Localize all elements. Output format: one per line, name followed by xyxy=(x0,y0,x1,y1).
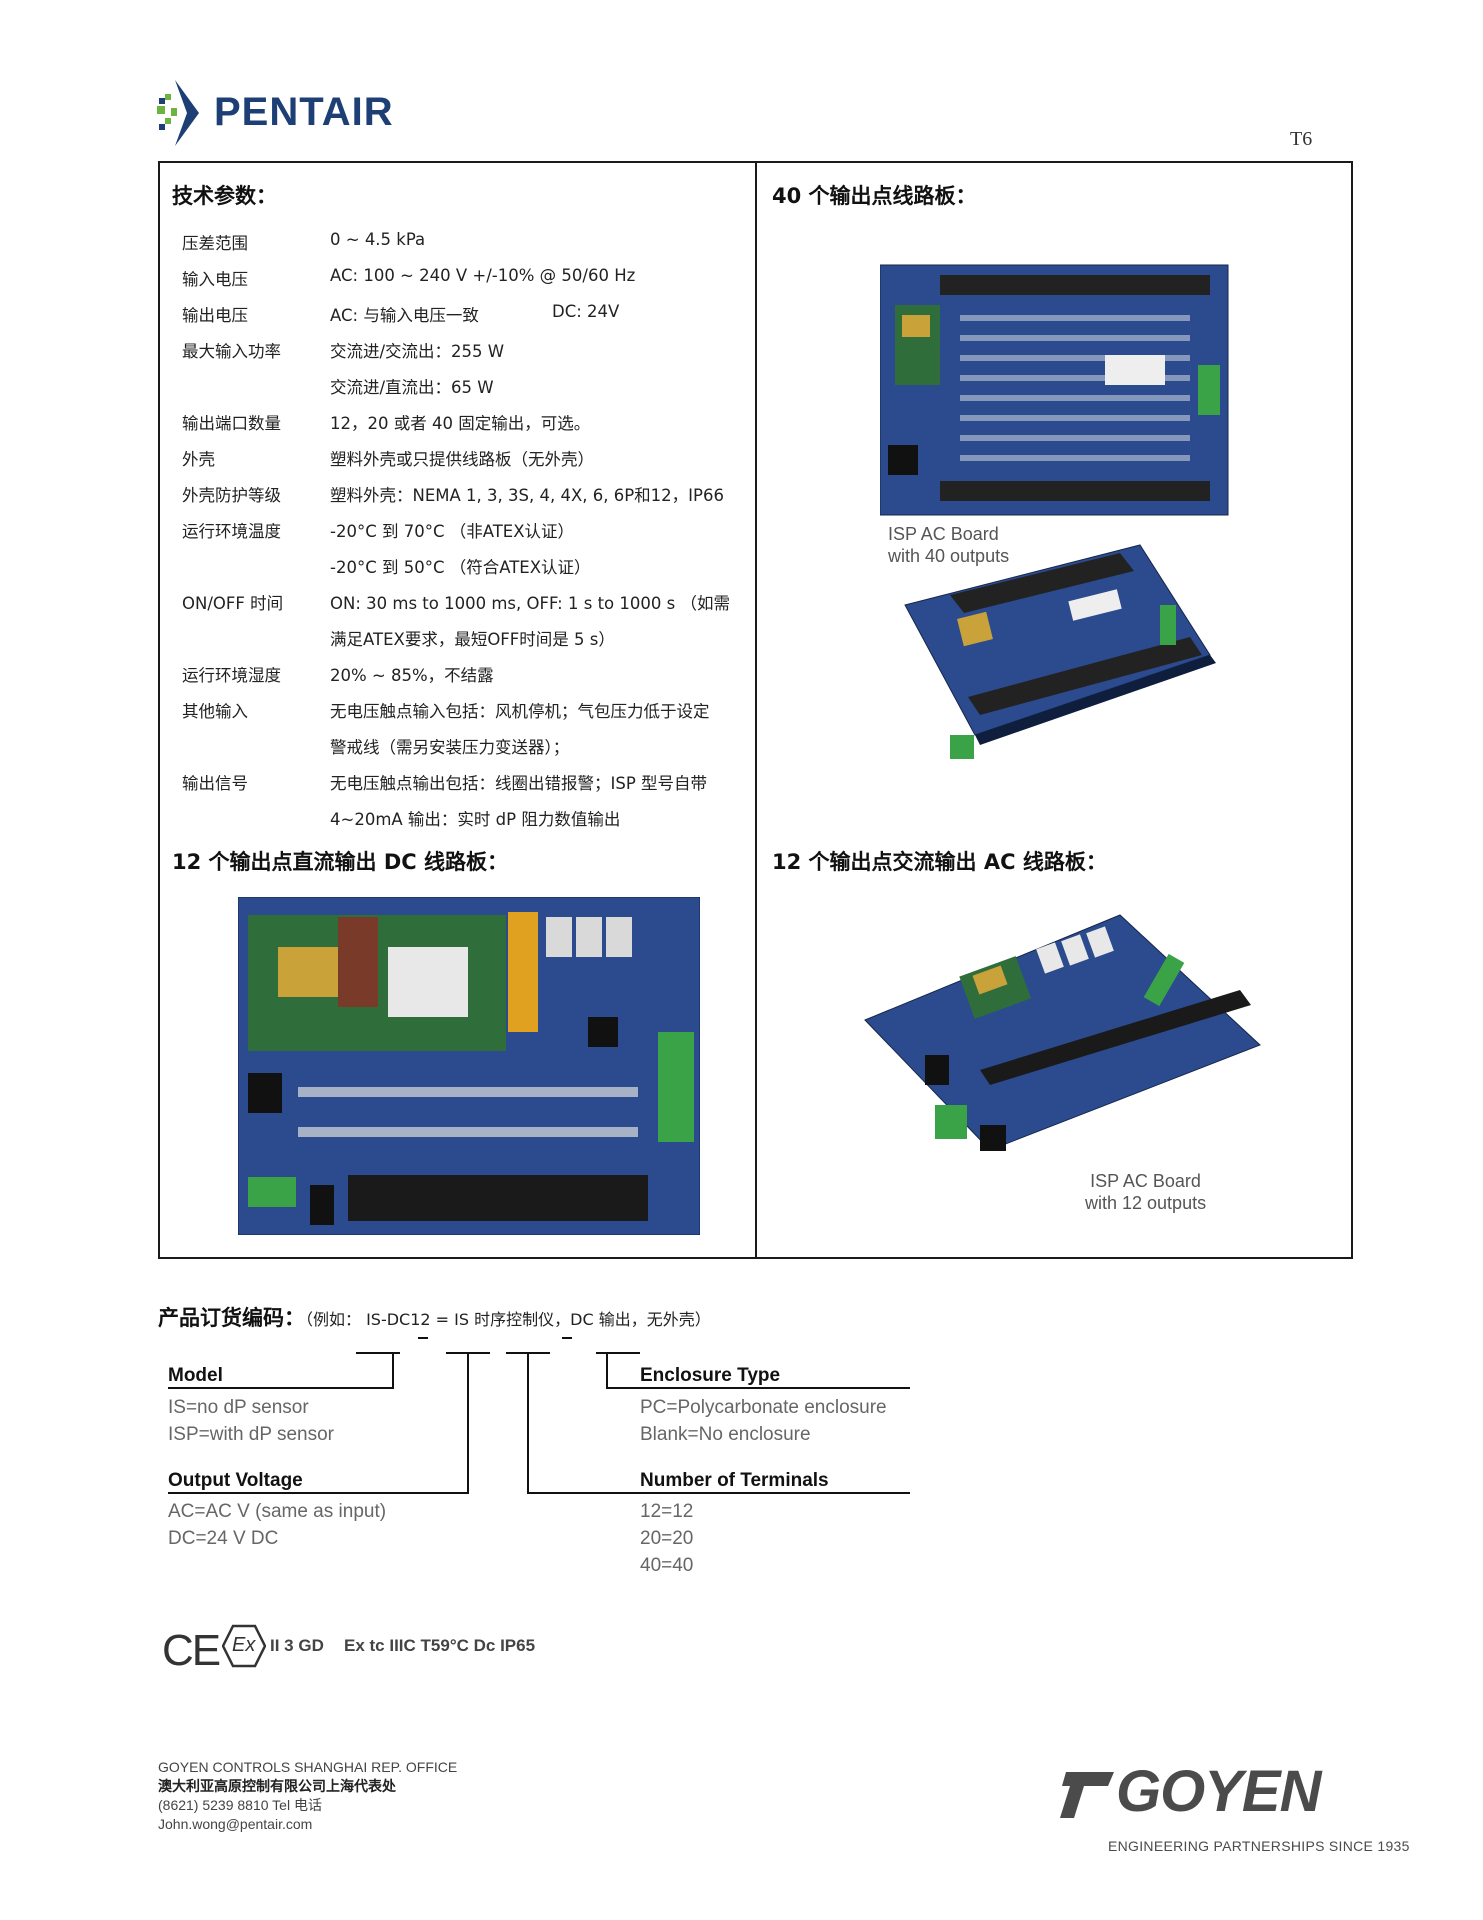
ce-mark-icon: CE xyxy=(162,1626,221,1675)
board40-photo-bottom xyxy=(890,535,1230,810)
board12dc-photo xyxy=(238,897,700,1235)
voltage-heading: Output Voltage xyxy=(168,1470,303,1491)
pentair-logo xyxy=(157,80,417,146)
enclosure-heading: Enclosure Type xyxy=(640,1365,781,1386)
enclosure-options: PC=Polycarbonate enclosure Blank=No encl… xyxy=(640,1397,887,1445)
email: John.wong@pentair.com xyxy=(158,1816,313,1832)
spec-table-divider xyxy=(755,161,757,1259)
board40-caption: ISP AC Board with 40 outputs xyxy=(888,524,1010,566)
board40-title: 40 个输出点线路板： xyxy=(772,184,977,208)
pentair-wordmark: PENTAIR xyxy=(214,90,394,134)
company-name-cn: 澳大利亚高原控制有限公司上海代表处 xyxy=(158,1778,396,1794)
telephone: (8621) 5239 8810 Tel 电话 xyxy=(158,1797,322,1813)
model-options: IS=no dP sensor ISP=with dP sensor xyxy=(168,1397,334,1445)
office-name: GOYEN CONTROLS SHANGHAI REP. OFFICE xyxy=(158,1759,458,1775)
ex-marking: Ex tc IIIC T59°C Dc IP65 xyxy=(344,1636,536,1655)
pentair-mark-icon xyxy=(157,80,199,146)
equipment-group: II 3 GD xyxy=(270,1636,324,1655)
specs-title: 技术参数： xyxy=(172,184,277,208)
board12ac-title: 12 个输出点交流输出 AC 线路板： xyxy=(772,850,1107,874)
board40-photo-top xyxy=(880,255,1230,517)
goyen-tagline: ENGINEERING PARTNERSHIPS SINCE 1935 xyxy=(1108,1838,1410,1854)
terminals-options: 12=12 20=20 40=40 xyxy=(640,1501,694,1576)
goyen-mark-icon xyxy=(1060,1772,1114,1818)
terminals-heading: Number of Terminals xyxy=(640,1470,829,1491)
ordering-code-diagram xyxy=(168,1337,910,1494)
page-number: T6 xyxy=(1290,128,1313,150)
board12ac-photo xyxy=(855,905,1265,1205)
footer-contact: GOYEN CONTROLS SHANGHAI REP. OFFICE 澳大利亚… xyxy=(158,1758,457,1834)
atex-hexagon-icon xyxy=(222,1624,266,1668)
voltage-options: AC=AC V (same as input) DC=24 V DC xyxy=(168,1501,387,1549)
ordering-title: 产品订货编码：（例如： IS-DC12 = IS 时序控制仪，DC 输出，无外壳… xyxy=(158,1306,711,1330)
board12ac-caption: ISP AC Board with 12 outputs xyxy=(1085,1171,1207,1213)
board12dc-title: 12 个输出点直流输出 DC 线路板： xyxy=(172,850,508,874)
model-heading: Model xyxy=(168,1365,223,1386)
